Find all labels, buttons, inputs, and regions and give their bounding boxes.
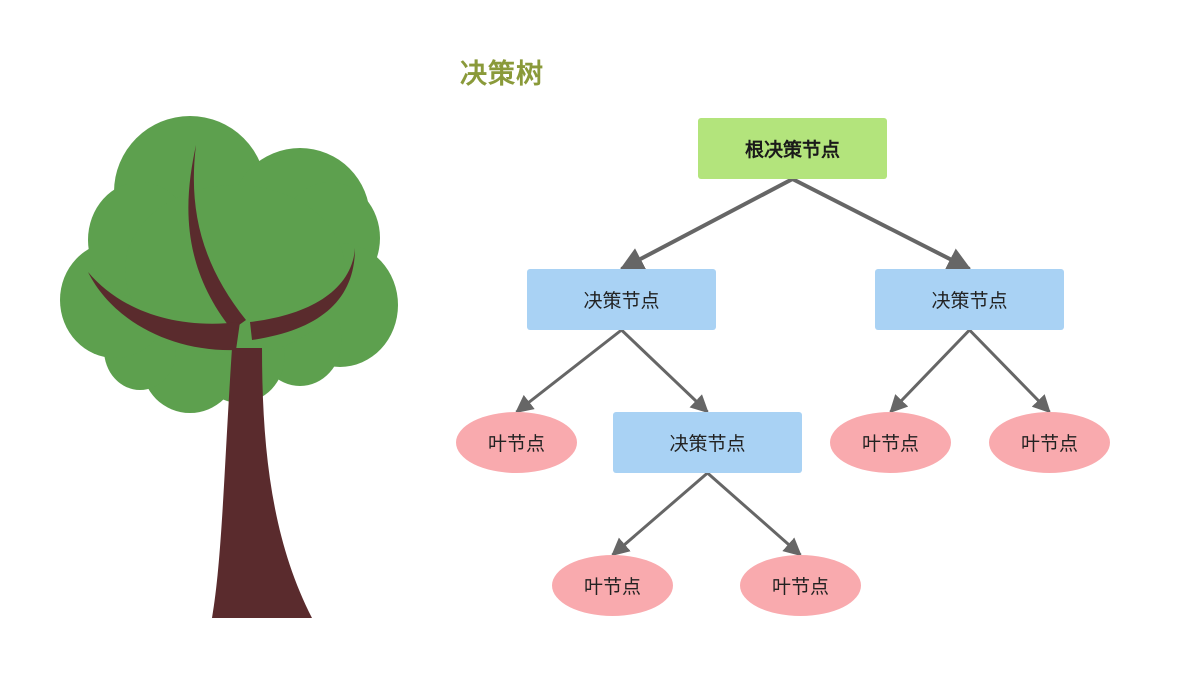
edge-decision_right-to-leaf_2 [889,328,971,414]
decision-node-left[interactable]: 决策节点 [527,269,716,330]
tree-trunk [88,145,355,618]
leaf-node-3[interactable]: 叶节点 [989,412,1110,473]
edge-decision_mid-to-leaf_5 [706,471,802,557]
leaf-node-5[interactable]: 叶节点 [740,555,861,616]
decision-node-middle[interactable]: 决策节点 [613,412,802,473]
edge-decision_mid-to-leaf_4 [611,471,709,557]
leaf-node-1[interactable]: 叶节点 [456,412,577,473]
edge-decision_left-to-leaf_1 [515,328,623,414]
edge-decision_right-to-leaf_3 [968,328,1051,414]
root-decision-node[interactable]: 根决策节点 [698,118,887,179]
decision-node-right[interactable]: 决策节点 [875,269,1064,330]
edge-decision_left-to-decision_mid [620,328,709,414]
tree-illustration-icon [60,116,398,618]
edge-root-to-decision_right [791,177,972,271]
edge-root-to-decision_left [619,177,794,271]
page-title: 决策树 [460,59,544,90]
leaf-node-2[interactable]: 叶节点 [830,412,951,473]
leaf-node-4[interactable]: 叶节点 [552,555,673,616]
